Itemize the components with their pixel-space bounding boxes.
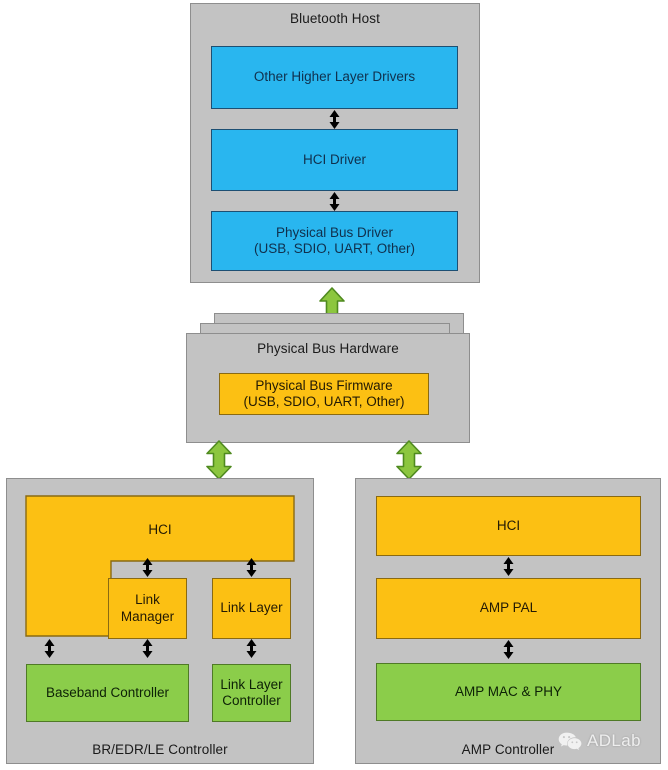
- block-hci-amp[interactable]: HCI: [376, 496, 641, 556]
- block-other-higher-layer-drivers[interactable]: Other Higher Layer Drivers: [211, 46, 458, 109]
- arrow-hci-driver-to-bus-driver: [328, 192, 341, 211]
- arrow-link-layer-to-link-layer-controller: [245, 639, 258, 658]
- block-link-layer-controller[interactable]: Link Layer Controller: [212, 664, 291, 722]
- br-edr-le-controller-title: BR/EDR/LE Controller: [92, 742, 228, 757]
- bluetooth-host-title: Bluetooth Host: [290, 11, 380, 26]
- arrow-amp-hci-to-amp-pal: [502, 557, 515, 576]
- arrow-bus-hardware-to-amp: [395, 440, 423, 480]
- bus-hardware-title: Physical Bus Hardware: [257, 341, 399, 356]
- arrow-bus-hardware-to-br-edr-le: [205, 440, 233, 480]
- block-link-manager[interactable]: Link Manager: [108, 578, 187, 639]
- amp-controller-title: AMP Controller: [461, 742, 555, 757]
- arrow-hci-to-baseband-controller: [43, 639, 56, 658]
- watermark: ADLab: [558, 731, 641, 751]
- block-hci-br-edr-le-label: HCI: [148, 522, 172, 537]
- arrow-host-drivers-to-hci: [328, 110, 341, 129]
- arrow-link-manager-to-baseband-controller: [141, 639, 154, 658]
- block-physical-bus-firmware[interactable]: Physical Bus Firmware (USB, SDIO, UART, …: [219, 373, 429, 415]
- wechat-icon: [558, 732, 582, 750]
- block-amp-mac-phy[interactable]: AMP MAC & PHY: [376, 663, 641, 721]
- arrow-hci-to-link-manager: [141, 558, 154, 577]
- block-baseband-controller[interactable]: Baseband Controller: [26, 664, 189, 722]
- block-hci-driver[interactable]: HCI Driver: [211, 129, 458, 191]
- watermark-label: ADLab: [587, 731, 641, 750]
- block-hci-br-edr-le-outline: [25, 495, 295, 637]
- block-physical-bus-driver[interactable]: Physical Bus Driver (USB, SDIO, UART, Ot…: [211, 211, 458, 271]
- block-amp-pal[interactable]: AMP PAL: [376, 578, 641, 639]
- arrow-amp-pal-to-amp-mac-phy: [502, 640, 515, 659]
- arrow-hci-to-link-layer: [245, 558, 258, 577]
- block-link-layer[interactable]: Link Layer: [212, 578, 291, 639]
